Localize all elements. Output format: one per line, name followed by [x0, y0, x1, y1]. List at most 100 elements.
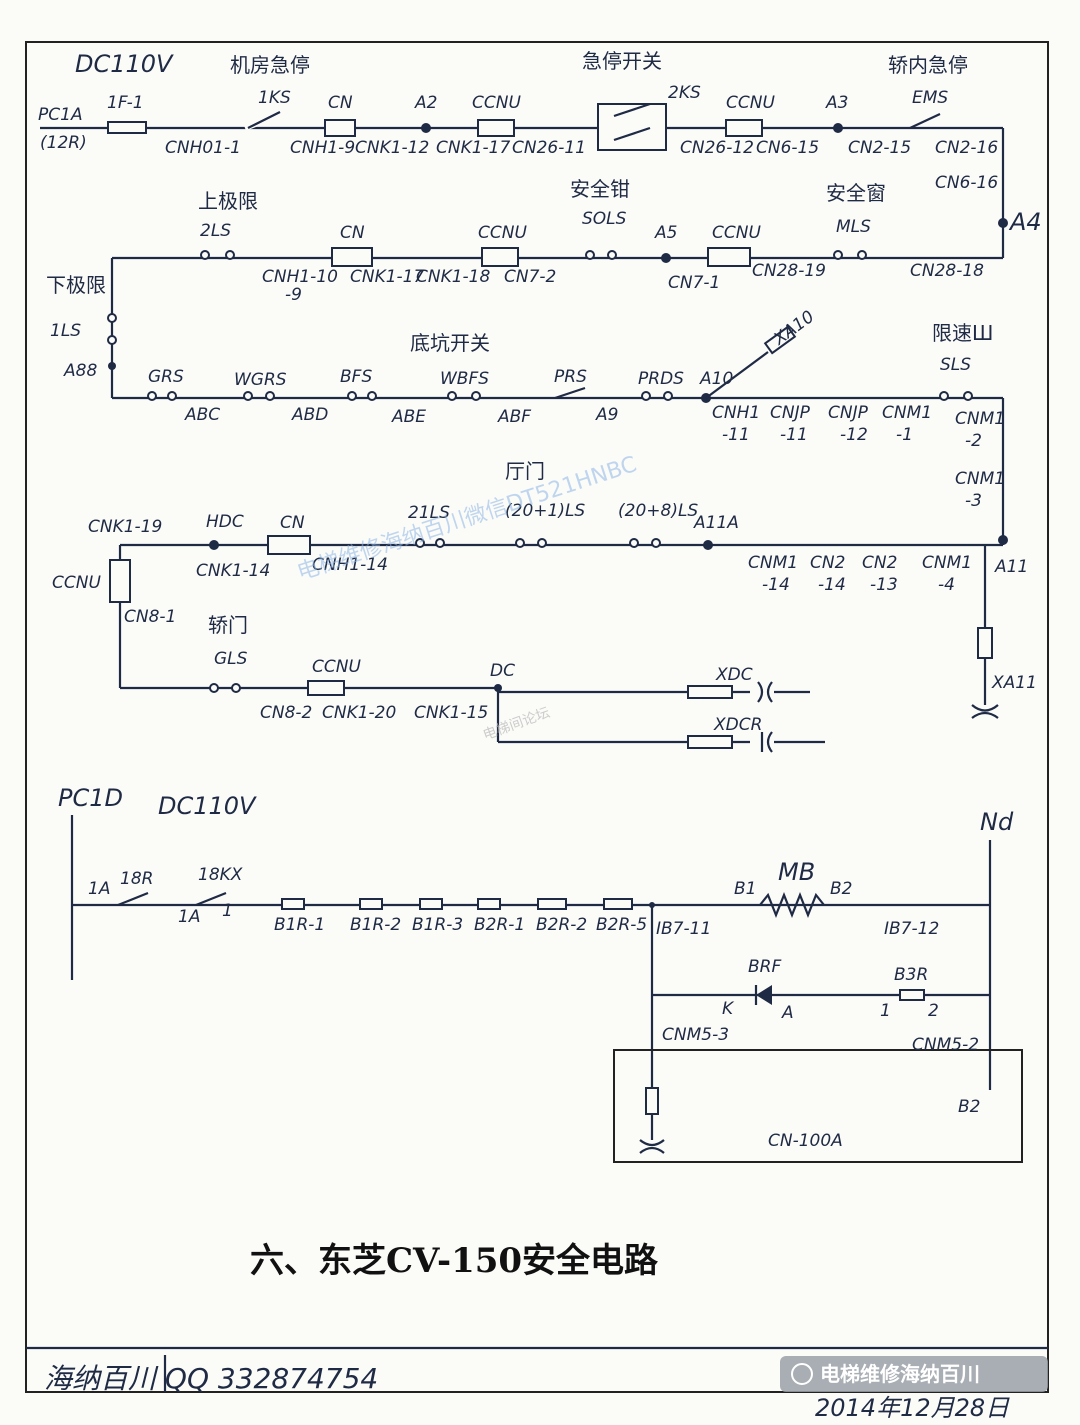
cn2-16-label: CN2-16: [935, 138, 998, 158]
b1r2-resistor: [359, 898, 383, 910]
a5-label: A5: [654, 223, 677, 243]
b2r5-resistor: [603, 898, 633, 910]
cnm1-3-sub: -3: [965, 491, 982, 511]
car-door-label: 轿门: [208, 613, 248, 637]
b1r3-resistor: [419, 898, 443, 910]
cn1-label: CN: [328, 93, 353, 113]
ems-switch-icon: [909, 113, 941, 129]
prds-label: PRDS: [638, 369, 684, 389]
b1r1-label: B1R-1: [274, 915, 325, 935]
wgrs-label: WGRS: [234, 370, 287, 390]
upper-limit-label: 上极限: [198, 189, 258, 213]
mb-label: MB: [778, 858, 815, 886]
pc1d-label: PC1D: [58, 784, 123, 812]
cnh1-11-sub: -11: [722, 425, 750, 445]
a11a-label: A11A: [693, 513, 739, 533]
drawing-frame: [25, 41, 1049, 1393]
prds-contact-r: [663, 391, 673, 401]
sols-label: SOLS: [582, 209, 627, 229]
safety-window-label: 安全窗: [826, 181, 886, 205]
brand-badge: [780, 1356, 1048, 1392]
b1r3-label: B1R-3: [412, 915, 463, 935]
cn8-2-label: CN8-2: [260, 703, 312, 723]
nd-label: Nd: [980, 808, 1014, 836]
b3r-pin2-label: 2: [928, 1001, 939, 1021]
2ls-label: 2LS: [200, 221, 231, 241]
cnm1-14-sub: -14: [762, 575, 790, 595]
brf-k-label: K: [722, 999, 735, 1019]
fuse-label: 1F-1: [107, 93, 144, 113]
2ls-contact-l: [200, 250, 210, 260]
a2-label: A2: [414, 93, 437, 113]
a88-node: [108, 362, 116, 370]
abc-label: ABC: [184, 405, 220, 425]
grs-contact-r: [167, 391, 177, 401]
cn2-label: CN: [340, 223, 365, 243]
hall-door-label: 厅门: [505, 459, 545, 483]
gls-contact-r: [231, 683, 241, 693]
cnk1-17-b-label: CNK1-17: [350, 267, 425, 287]
a88-label: A88: [63, 361, 97, 381]
a5-node: [661, 253, 671, 263]
pc1a-sub-label: (12R): [40, 133, 87, 153]
hdc-label: HDC: [206, 512, 244, 532]
2ls-contact-r: [225, 250, 235, 260]
cnjp-11-sub: -11: [780, 425, 808, 445]
gls-contact-l: [209, 683, 219, 693]
a11-label: A11: [994, 557, 1028, 577]
cn28-18-label: CN28-18: [910, 261, 984, 281]
b3r-pin1-label: 1: [880, 1001, 891, 1021]
mls-label: MLS: [836, 217, 871, 237]
grs-label: GRS: [148, 367, 184, 387]
car-stop-label: 轿内急停: [888, 53, 968, 77]
xa10-wire: [705, 351, 769, 399]
cn7-2-label: CN7-2: [504, 267, 556, 287]
cnh1-10-label: CNH1-10: [262, 267, 338, 287]
18r-label: 18R: [120, 869, 153, 889]
20-8ls-contact-l: [629, 538, 639, 548]
cnm1-2-sub: -2: [965, 431, 982, 451]
18r-switch-icon: [117, 891, 149, 907]
ccnu2-label: CCNU: [726, 93, 775, 113]
ccnu-connector-1: [477, 119, 515, 137]
xdcr-contact-icon: [760, 731, 825, 753]
1ks-label: 1KS: [258, 88, 291, 108]
20-8ls-contact-r: [651, 538, 661, 548]
cnh1-10-sub-label: -9: [285, 285, 302, 305]
cnk1-15-label: CNK1-15: [414, 703, 488, 723]
a2-node: [421, 123, 431, 133]
cn2-13-sub: -13: [870, 575, 898, 595]
date-label: 2014年12月28日: [815, 1394, 1010, 1422]
cn26-11-label: CN26-11: [512, 138, 586, 158]
cn28-19-label: CN28-19: [752, 261, 826, 281]
1ls-label: 1LS: [50, 321, 81, 341]
2ks-label: 2KS: [668, 83, 701, 103]
ccnu-connector-5: [109, 559, 131, 603]
cnjp-12-sub: -12: [840, 425, 868, 445]
gls-label: GLS: [214, 649, 248, 669]
1ls-contact-b: [107, 335, 117, 345]
cn7-1-label: CN7-1: [668, 273, 720, 293]
ib7-11-label: IB7-11: [656, 919, 711, 939]
cn-connector-2: [331, 247, 373, 267]
cnk1-17-label: CNK1-17: [436, 138, 511, 158]
cnk1-14-label: CNK1-14: [196, 561, 270, 581]
cnk1-18-label: CNK1-18: [416, 267, 491, 287]
fuse-1f1: [107, 121, 147, 134]
cnm1-4-label: CNM1: [922, 553, 972, 573]
cn6-15-label: CN6-15: [756, 138, 819, 158]
brf-label: BRF: [748, 957, 781, 977]
wechat-icon: [791, 1363, 813, 1385]
xdc-contact-icon: [757, 681, 810, 703]
wgrs-contact-r: [265, 391, 275, 401]
wbfs-contact-l: [447, 391, 457, 401]
dc-label: DC: [490, 661, 515, 681]
a10-label: A10: [699, 369, 733, 389]
20-1ls-label: (20+1)LS: [505, 501, 585, 521]
21ls-contact-r: [435, 538, 445, 548]
ccnu5-label: CCNU: [52, 573, 101, 593]
18kx-switch-icon: [195, 891, 227, 907]
20-1ls-contact-r: [537, 538, 547, 548]
watermark-grey: 电梯间论坛: [481, 705, 552, 744]
